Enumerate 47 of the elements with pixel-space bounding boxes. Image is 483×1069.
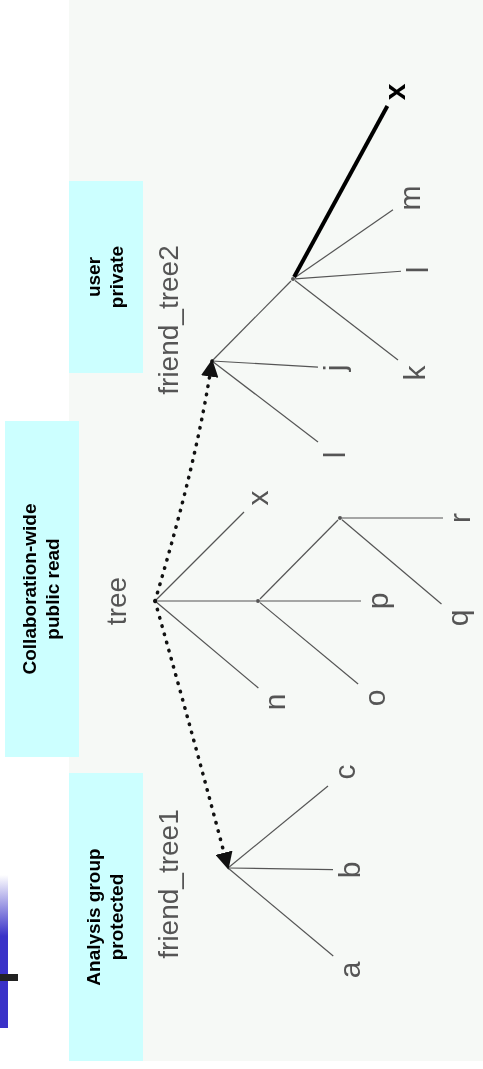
leaf-label: x	[378, 78, 412, 106]
leaf-label: q	[441, 604, 475, 632]
leaf-label: j	[318, 354, 352, 382]
branch-line	[294, 209, 394, 279]
branch-line	[294, 270, 402, 280]
leaf-label: a	[333, 956, 367, 984]
tree-name-label: friend_tree2	[152, 244, 185, 397]
scope-label: user private	[83, 244, 128, 311]
leaf-label: l	[401, 256, 435, 284]
tree-name-label: tree	[100, 575, 133, 628]
branch-line	[154, 600, 259, 689]
branch-line	[294, 279, 399, 361]
scope-box	[69, 773, 143, 1061]
branch-line	[211, 280, 292, 362]
branch-point	[338, 516, 342, 520]
leaf-label: n	[258, 688, 292, 716]
leaf-label: x	[241, 484, 275, 512]
leaf-label: p	[361, 587, 395, 615]
scope-label: Collaboration-wide public read	[19, 502, 64, 677]
branch-line	[341, 519, 443, 605]
branch-line	[211, 360, 319, 443]
scope-box	[5, 421, 79, 757]
branch-line	[341, 517, 444, 519]
scope-box	[69, 181, 143, 373]
dotted-arrow	[153, 599, 233, 870]
branch-line	[259, 519, 339, 600]
branch-line	[227, 867, 334, 957]
branch-line	[259, 600, 362, 602]
tree-name-label: friend_tree1	[152, 808, 185, 961]
scope-label: Analysis group protected	[83, 847, 128, 988]
leaf-label: k	[398, 359, 432, 387]
leaf-label: c	[328, 758, 362, 786]
branch-point	[291, 277, 295, 281]
dotted-arrow	[153, 359, 219, 603]
branch-line	[154, 600, 257, 602]
leaf-label: b	[333, 856, 367, 884]
leaf-label: r	[443, 504, 477, 532]
branch-line	[154, 511, 245, 602]
branch-line	[227, 867, 334, 871]
branch-line	[292, 105, 390, 278]
leaf-label: l	[318, 441, 352, 469]
branch-point	[256, 599, 260, 603]
branch-line	[211, 360, 319, 368]
branch-line	[227, 785, 329, 869]
branch-line	[259, 602, 359, 685]
leaf-label: o	[358, 684, 392, 712]
leaf-label: m	[393, 184, 427, 212]
